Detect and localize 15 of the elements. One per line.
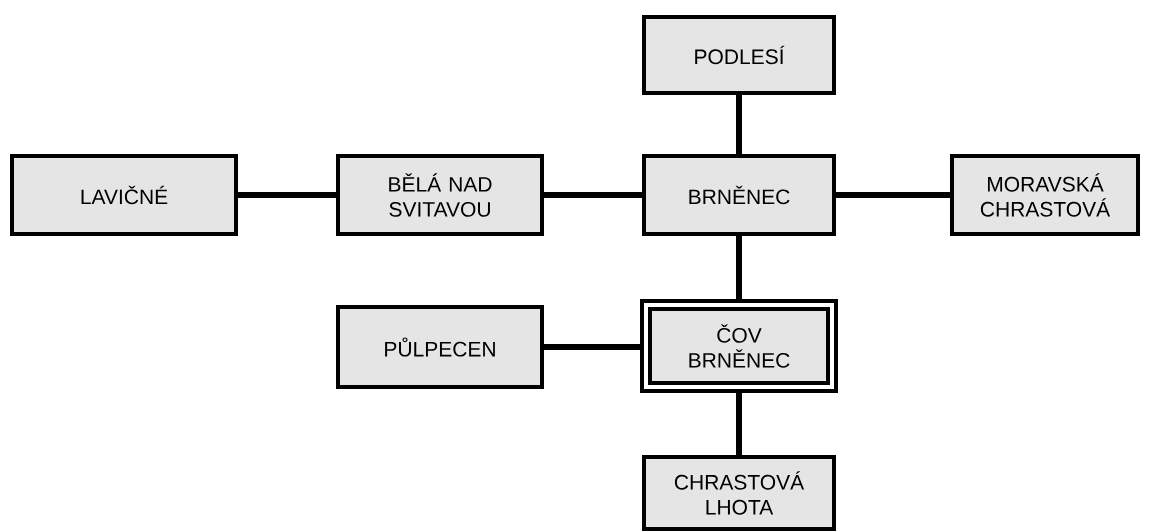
connector-line [736,391,742,455]
connector-line [544,344,642,350]
connector-line [238,192,336,198]
process-box: MORAVSKÁ CHRASTOVÁ [950,154,1140,236]
double-bordered-box: ČOV BRNĚNEC [640,299,838,393]
process-box: BĚLÁ NAD SVITAVOU [336,154,544,236]
connector-line [736,236,742,301]
process-box: CHRASTOVÁ LHOTA [642,455,836,531]
connector-line [736,95,742,154]
connector-line [836,192,950,198]
process-box: BRNĚNEC [642,154,836,236]
connector-line [544,192,642,198]
process-box: LAVIČNÉ [10,154,238,236]
process-box: PODLESÍ [642,15,836,95]
process-box: PŮLPECEN [336,305,544,389]
